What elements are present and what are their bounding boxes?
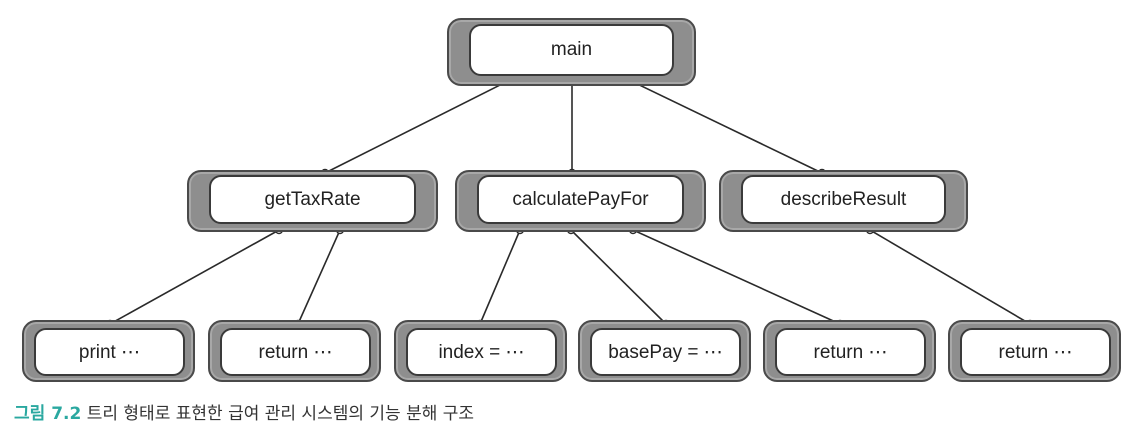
figure-caption: 그림 7.2 트리 형태로 표현한 급여 관리 시스템의 기능 분해 구조 [14, 400, 474, 428]
edge-calculatePayFor-index [479, 229, 521, 325]
edge-calculatePayFor-return2 [632, 229, 841, 325]
edge-calculatePayFor-basePay [570, 229, 667, 325]
edge-getTaxRate-return1 [297, 229, 341, 325]
node-index: index = ⋯ [394, 320, 567, 382]
function-decomposition-tree: main getTaxRate calculatePayFor describe… [22, 18, 1121, 382]
node-describeResult: describeResult [719, 170, 968, 232]
node-getTaxRate-label: getTaxRate [209, 175, 416, 224]
node-return-2: return ⋯ [763, 320, 936, 382]
node-print: print ⋯ [22, 320, 195, 382]
edge-main-describeResult [628, 79, 823, 174]
node-basePay: basePay = ⋯ [578, 320, 751, 382]
node-return-2-label: return ⋯ [775, 328, 926, 376]
node-main-label: main [469, 24, 674, 76]
node-basePay-label: basePay = ⋯ [590, 328, 741, 376]
edge-main-getTaxRate [324, 79, 511, 174]
figure-caption-label: 그림 7.2 [14, 404, 82, 424]
node-return-3-label: return ⋯ [960, 328, 1111, 376]
node-calculatePayFor: calculatePayFor [455, 170, 706, 232]
node-return-3: return ⋯ [948, 320, 1121, 382]
node-index-label: index = ⋯ [406, 328, 557, 376]
node-getTaxRate: getTaxRate [187, 170, 438, 232]
node-print-label: print ⋯ [34, 328, 185, 376]
figure-caption-text: 트리 형태로 표현한 급여 관리 시스템의 기능 분해 구조 [86, 404, 475, 424]
node-return-1: return ⋯ [208, 320, 381, 382]
node-describeResult-label: describeResult [741, 175, 946, 224]
edge-describeResult-return3 [869, 229, 1031, 325]
node-return-1-label: return ⋯ [220, 328, 371, 376]
node-calculatePayFor-label: calculatePayFor [477, 175, 684, 224]
edge-getTaxRate-print [109, 229, 280, 325]
node-main: main [447, 18, 696, 86]
